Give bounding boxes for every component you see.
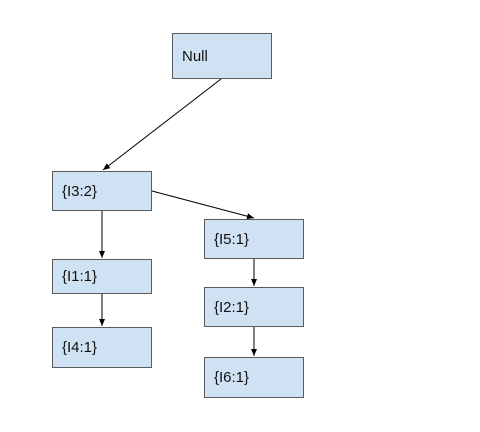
edge-null-to-i3 — [102, 78, 222, 171]
edge-i3-to-i5 — [151, 190, 255, 220]
node-i2-label: {I2:1} — [214, 298, 250, 316]
node-i1-label: {I1:1} — [62, 268, 98, 285]
node-i5-label: {I5:1} — [214, 230, 250, 248]
node-i3: {I3:2} — [52, 171, 152, 211]
node-i3-label: {I3:2} — [62, 182, 98, 200]
node-i6: {I6:1} — [204, 357, 304, 398]
node-i6-label: {I6:1} — [214, 369, 250, 386]
node-null-label: Null — [182, 47, 208, 65]
node-i5: {I5:1} — [204, 219, 304, 259]
node-i4-label: {I4:1} — [62, 339, 98, 356]
node-i2: {I2:1} — [204, 287, 304, 327]
node-i4: {I4:1} — [52, 327, 152, 368]
node-null: Null — [172, 33, 272, 79]
node-i1: {I1:1} — [52, 259, 152, 294]
